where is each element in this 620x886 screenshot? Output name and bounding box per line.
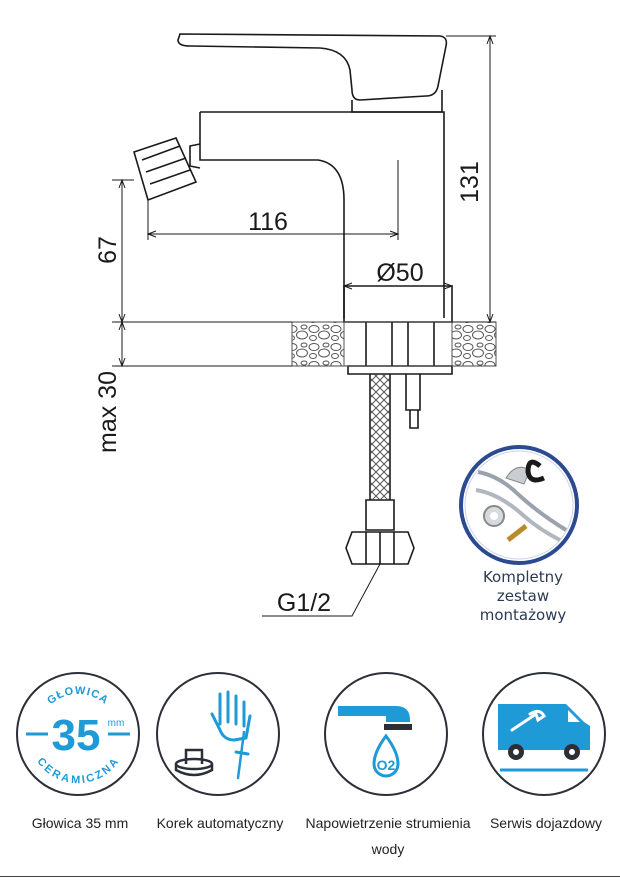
feature-auto-plug: Korek automatyczny <box>150 672 290 852</box>
mounting-kit-badge <box>459 445 579 565</box>
badge-unit: mm <box>108 718 125 729</box>
faucet-outline <box>133 33 453 565</box>
aerator-oxygen-icon: O2 <box>324 672 448 796</box>
kit-label-line-1: Kompletny <box>482 568 564 586</box>
svg-text:CERAMICZNA: CERAMICZNA <box>34 756 121 787</box>
dim-height-total: 131 <box>456 161 484 203</box>
feature-label-ceramic-cartridge: Głowica 35 mm <box>31 815 129 831</box>
dim-spout-reach: 116 <box>248 208 288 236</box>
service-van-icon <box>482 672 606 796</box>
dimension-lines <box>112 34 496 617</box>
countertop <box>291 321 497 367</box>
dim-thread: G1/2 <box>277 589 331 617</box>
dim-base-diameter: Ø50 <box>376 259 423 287</box>
mounting-kit-icon <box>475 459 568 542</box>
feature-aerator: O2 Napowietrzenie strumienia wody <box>306 672 470 857</box>
feature-label-aerator: Napowietrzenie strumienia wody <box>305 815 471 857</box>
technical-drawing: 131 116 Ø50 67 max 30 G1/2 <box>94 33 579 617</box>
click-clack-waste-icon <box>156 672 280 796</box>
badge-top-text: GŁOWICA <box>45 685 110 707</box>
svg-text:GŁOWICA: GŁOWICA <box>45 685 111 707</box>
oxygen-text: O2 <box>377 757 396 773</box>
dim-aerator-height: 67 <box>94 236 122 264</box>
kit-label-line-2: zestaw <box>496 587 550 605</box>
dim-max-counter-thickness: max 30 <box>94 371 122 453</box>
badge-bottom-text: CERAMICZNA <box>34 756 120 787</box>
kit-label-line-3: montażowy <box>479 606 567 624</box>
feature-label-auto-plug: Korek automatyczny <box>156 815 284 831</box>
ceramic-cartridge-35mm-icon: GŁOWICA CERAMICZNA 35 mm <box>16 672 140 796</box>
badge-number: 35 <box>52 711 101 760</box>
feature-label-mobile-service: Serwis dojazdowy <box>489 815 603 831</box>
feature-mobile-service: Serwis dojazdowy <box>476 672 616 852</box>
feature-ceramic-cartridge: GŁOWICA CERAMICZNA 35 mm Głowica 35 mm <box>10 672 150 852</box>
braided-hose <box>370 374 390 500</box>
bottom-divider <box>0 876 620 877</box>
